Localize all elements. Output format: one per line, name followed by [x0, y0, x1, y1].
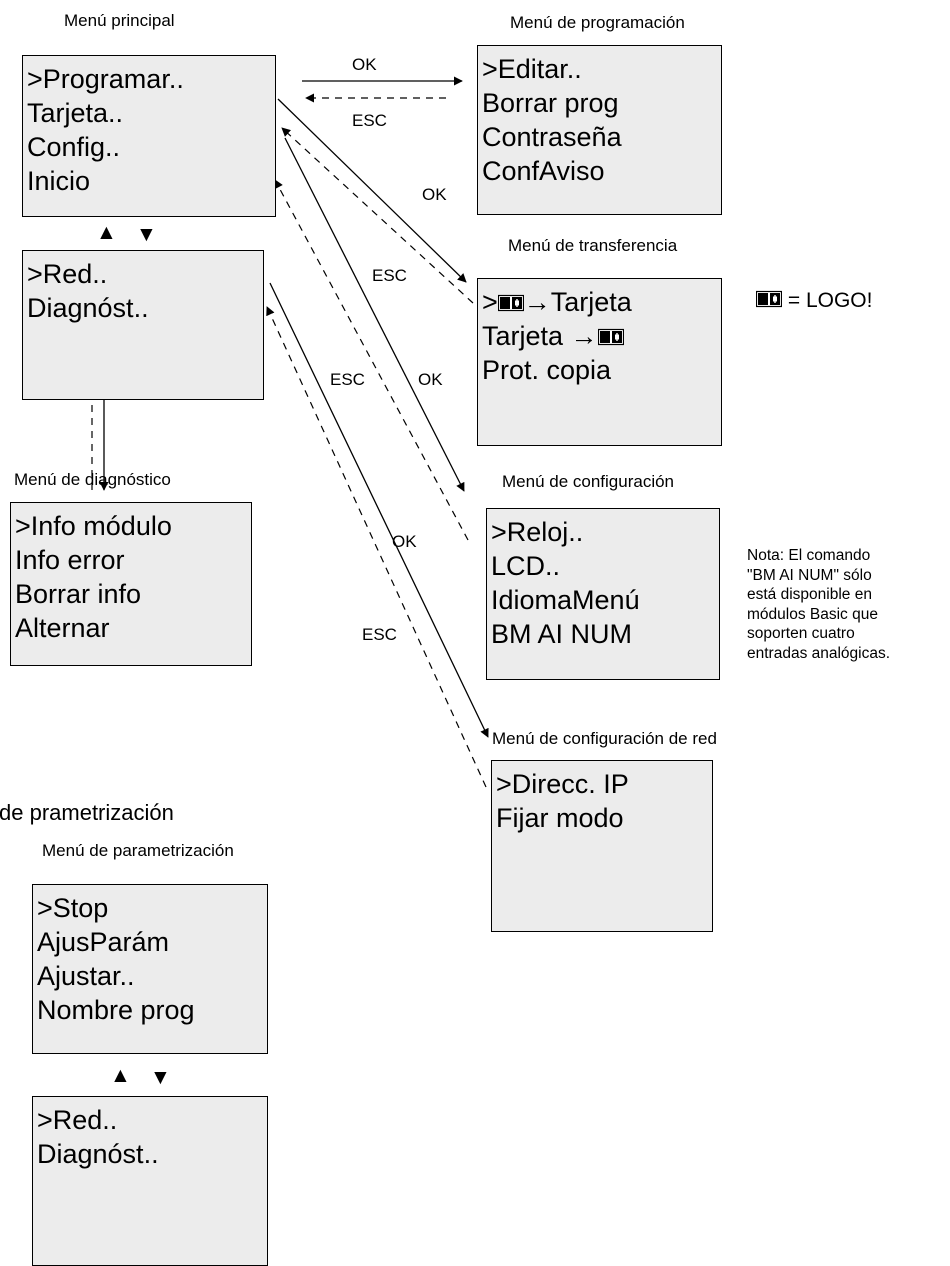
menu-item-lcd[interactable]: LCD.. [491, 551, 561, 581]
param-section-heading: de prametrización [0, 800, 174, 825]
esc-arrow-configuration-to-main [274, 179, 469, 541]
menu-item-bm-ai-num[interactable]: BM AI NUM [491, 619, 633, 649]
menu-item-fijar-modo[interactable]: Fijar modo [496, 803, 624, 833]
menu-item-card-to-logo[interactable]: Tarjeta → [482, 319, 721, 353]
menu-item-contrasena[interactable]: Contraseña [482, 122, 622, 152]
menu-item-logo-to-card[interactable]: > →Tarjeta [482, 285, 721, 319]
logo-module-icon [756, 290, 782, 308]
menu-item-diagnost[interactable]: Diagnóst.. [27, 293, 149, 323]
esc-arrow-transfer-to-main [281, 127, 474, 304]
menu-item-info-error[interactable]: Info error [15, 545, 125, 575]
note-line: está disponible en [747, 586, 872, 604]
configuration-menu-title: Menú de configuración [502, 472, 675, 491]
scroll-up-icon: ▲ [96, 221, 117, 244]
transfer-menu-box: > →Tarjeta Tarjeta → Prot. copia [477, 278, 722, 446]
menu-item-programar[interactable]: >Programar.. [27, 64, 184, 94]
menu-item-red[interactable]: >Red.. [37, 1105, 118, 1135]
ok-label: OK [392, 532, 417, 551]
network-config-menu-title: Menú de configuración de red [492, 729, 717, 748]
main-menu-page2-box: >Red.. Diagnóst.. [22, 250, 264, 400]
menu-item-nombre-prog[interactable]: Nombre prog [37, 995, 195, 1025]
menu-item-stop[interactable]: >Stop [37, 893, 109, 923]
main-menu-title: Menú principal [64, 11, 175, 30]
menu-item-label: →Tarjeta [523, 287, 632, 317]
menu-item-tarjeta[interactable]: Tarjeta.. [27, 98, 124, 128]
esc-label: ESC [330, 370, 365, 389]
param-menu-page2-box: >Red.. Diagnóst.. [32, 1096, 268, 1266]
transfer-menu-title: Menú de transferencia [508, 236, 678, 255]
ok-label: OK [422, 185, 447, 204]
menu-item-reloj[interactable]: >Reloj.. [491, 517, 584, 547]
ok-arrow-main-to-transfer [277, 98, 467, 283]
note-text: Nota: El comando "BM AI NUM" sólo está d… [747, 546, 890, 664]
menu-item-editar[interactable]: >Editar.. [482, 54, 582, 84]
esc-label: ESC [352, 111, 387, 130]
main-menu-box: >Programar.. Tarjeta.. Config.. Inicio [22, 55, 276, 217]
esc-arrow-network-to-main2 [266, 306, 487, 788]
programming-menu-box: >Editar.. Borrar prog Contraseña ConfAvi… [477, 45, 722, 215]
legend-text: = LOGO! [787, 289, 873, 312]
param-menu-box: >Stop AjusParám Ajustar.. Nombre prog [32, 884, 268, 1054]
menu-item-prot-copia[interactable]: Prot. copia [482, 355, 612, 385]
note-line: módulos Basic que [747, 605, 878, 623]
logo-module-icon [497, 294, 524, 312]
ok-label: OK [352, 55, 377, 74]
ok-label: OK [418, 370, 443, 389]
diagnostic-menu-title: Menú de diagnóstico [14, 470, 171, 489]
network-config-menu-box: >Direcc. IP Fijar modo [491, 760, 713, 932]
esc-label: ESC [372, 266, 407, 285]
scroll-down-icon: ▼ [150, 1066, 171, 1089]
menu-item-ajustar[interactable]: Ajustar.. [37, 961, 135, 991]
menu-item-red[interactable]: >Red.. [27, 259, 108, 289]
menu-item-inicio[interactable]: Inicio [27, 166, 91, 196]
menu-item-borrar-prog[interactable]: Borrar prog [482, 88, 619, 118]
note-line: "BM AI NUM" sólo [747, 566, 872, 584]
param-menu-title: Menú de parametrización [42, 841, 234, 860]
menu-item-alternar[interactable]: Alternar [15, 613, 110, 643]
ok-arrow-main2-to-network [269, 282, 489, 738]
menu-item-idiomamenu[interactable]: IdiomaMenú [491, 585, 640, 615]
logo-legend: = LOGO! [756, 289, 872, 311]
menu-item-confaviso[interactable]: ConfAviso [482, 156, 605, 186]
menu-item-info-modulo[interactable]: >Info módulo [15, 511, 172, 541]
menu-item-config[interactable]: Config.. [27, 132, 121, 162]
note-line: entradas analógicas. [747, 644, 891, 662]
note-line: soporten cuatro [747, 625, 855, 643]
diagnostic-menu-box: >Info módulo Info error Borrar info Alte… [10, 502, 252, 666]
menu-item-label: Tarjeta → [482, 321, 598, 351]
cursor-prefix: > [482, 287, 498, 317]
scroll-down-icon: ▼ [136, 223, 157, 246]
logo-module-icon [597, 328, 624, 346]
ok-arrow-main-to-configuration [284, 137, 465, 492]
programming-menu-title: Menú de programación [510, 13, 685, 32]
esc-label: ESC [362, 625, 397, 644]
menu-item-diagnost[interactable]: Diagnóst.. [37, 1139, 159, 1169]
menu-item-direcc-ip[interactable]: >Direcc. IP [496, 769, 629, 799]
configuration-menu-box: >Reloj.. LCD.. IdiomaMenú BM AI NUM [486, 508, 720, 680]
note-line: Nota: El comando [747, 547, 871, 564]
menu-item-borrar-info[interactable]: Borrar info [15, 579, 142, 609]
scroll-up-icon: ▲ [110, 1064, 131, 1087]
menu-item-ajusparam[interactable]: AjusParám [37, 927, 170, 957]
